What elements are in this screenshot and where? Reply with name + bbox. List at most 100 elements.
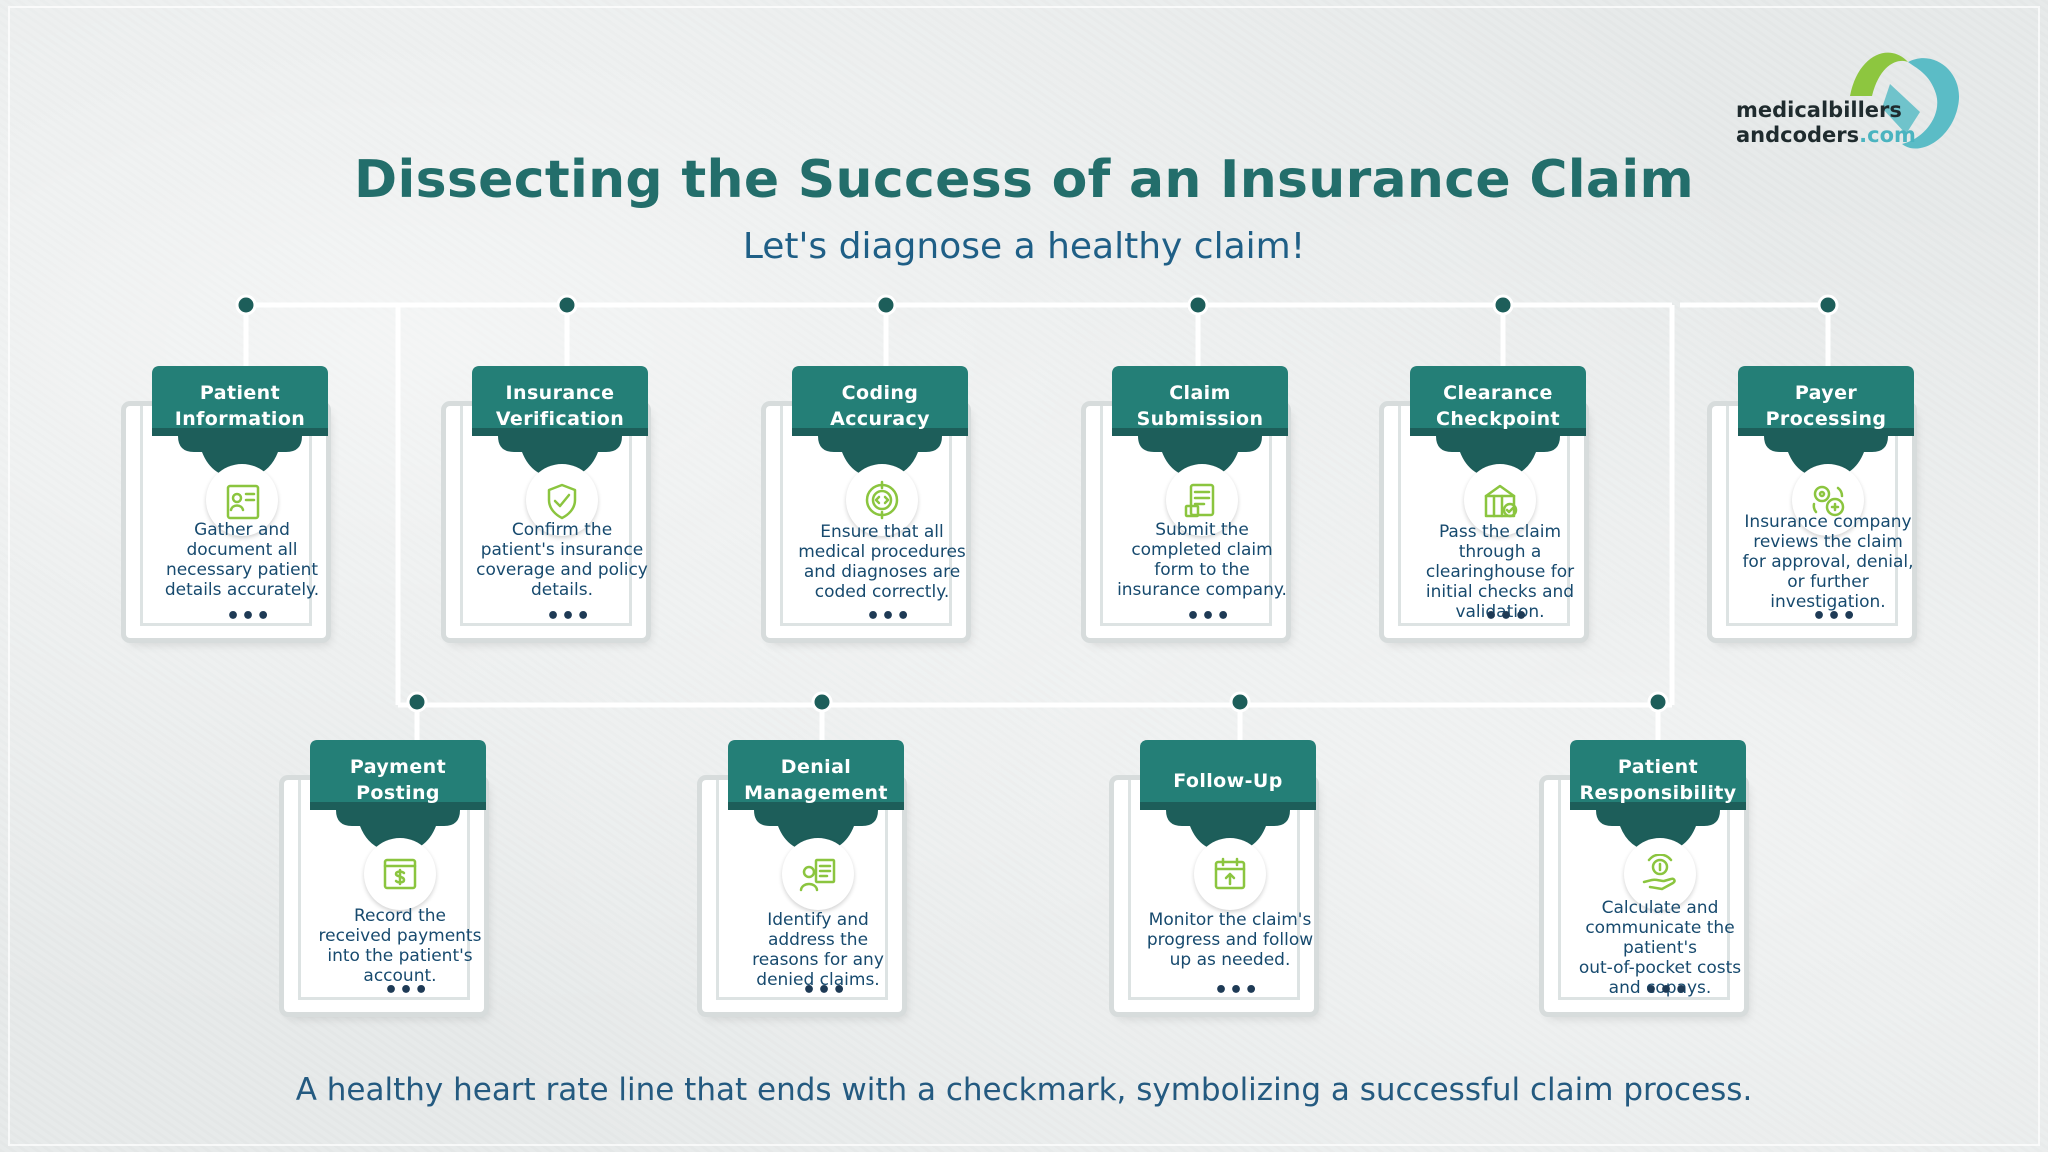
- card-title-line-1: Follow-Up: [1173, 770, 1283, 792]
- gear-process-icon: [1812, 485, 1845, 517]
- card-description-line: form to the: [1154, 560, 1250, 580]
- card-title: Follow-Up: [1140, 768, 1316, 794]
- card-title-line-2: Posting: [356, 782, 440, 804]
- card-description-line: received payments: [318, 926, 482, 946]
- card-title-line-2: Management: [744, 782, 888, 804]
- brand-logo: [1850, 52, 1960, 149]
- card-description-line: reviews the claim: [1753, 532, 1903, 552]
- card-description-line: address the: [767, 930, 869, 950]
- more-dots: •••: [1812, 604, 1858, 629]
- card-description-line: Monitor the claim's: [1148, 910, 1312, 930]
- target-code-icon: [865, 480, 899, 520]
- card-description-line: reasons for any: [752, 950, 884, 970]
- node-dot: [811, 691, 833, 713]
- calendar-up-icon: [1214, 857, 1246, 890]
- card-description-line: Insurance company: [1744, 512, 1912, 532]
- card-description-line: Pass the claim: [1438, 522, 1562, 542]
- card-description-line: and copays.: [1608, 978, 1712, 998]
- card-description-line: initial checks and: [1425, 582, 1575, 602]
- brand-line-2: andcoders.com: [1736, 123, 1916, 148]
- card-description-line: Calculate and: [1601, 898, 1719, 918]
- card-title-line-2: Processing: [1765, 408, 1887, 430]
- card-description-line: patient's: [1622, 938, 1698, 958]
- more-dots: •••: [1644, 978, 1690, 1003]
- card-description-line: account.: [363, 966, 437, 986]
- card-header-tab: Follow-Up: [1140, 740, 1316, 852]
- card-icon-badge: [782, 838, 854, 910]
- more-dots: •••: [1186, 604, 1232, 629]
- page-title: Dissecting the Success of an Insurance C…: [354, 150, 1694, 210]
- card-title-line-1: Payer: [1794, 382, 1858, 404]
- card-title-line-2: Accuracy: [830, 408, 930, 430]
- card-title-line-1: Insurance: [505, 382, 615, 404]
- more-dots: •••: [1484, 604, 1530, 629]
- node-dot: [1187, 294, 1209, 316]
- card-description-line: clearinghouse for: [1425, 562, 1575, 582]
- id-card-icon: [226, 484, 260, 520]
- card-description-line: insurance company.: [1117, 580, 1287, 600]
- card-icon-badge: [206, 464, 278, 536]
- more-dots: •••: [1214, 978, 1260, 1003]
- node-dot: [1492, 294, 1514, 316]
- card-description-line: Identify and: [767, 910, 869, 930]
- card-description-line: through a: [1458, 542, 1542, 562]
- card-description-line: out-of-pocket costs: [1578, 958, 1742, 978]
- card-title-line-2: Responsibility: [1579, 782, 1737, 804]
- page-subtitle: Let's diagnose a healthy claim!: [742, 226, 1306, 267]
- card-description-line: details accurately.: [164, 580, 320, 600]
- brand-line-2a: andcoders: [1736, 123, 1860, 147]
- payment-icon: [383, 858, 417, 890]
- checkpoint-icon: [1484, 484, 1518, 518]
- card-description-line: Record the: [353, 906, 447, 926]
- brand-line-1: medicalbillers: [1736, 98, 1902, 122]
- card-icon-badge: [1166, 464, 1238, 536]
- more-dots: •••: [802, 978, 848, 1003]
- brand-wordmark: medicalbillers andcoders.com: [1736, 98, 1916, 148]
- card-title-line-2: Checkpoint: [1435, 408, 1561, 430]
- card-description-line: validation.: [1455, 602, 1545, 622]
- card-title-line-1: Patient: [199, 382, 281, 404]
- card-description-line: patient's insurance: [480, 540, 644, 560]
- card-description-line: up as needed.: [1169, 950, 1291, 970]
- brand-line-2b: .com: [1859, 123, 1916, 147]
- node-dot: [556, 294, 578, 316]
- card-description-line: denied claims.: [756, 970, 880, 990]
- card-icon-badge: [526, 464, 598, 536]
- node-dot: [875, 294, 897, 316]
- card-description-line: medical procedures: [798, 542, 966, 562]
- card-title-line-2: Verification: [495, 408, 625, 430]
- node-dot: [1647, 691, 1669, 713]
- card-title-line-1: Denial: [780, 756, 852, 778]
- card-icon-badge: [1624, 838, 1696, 910]
- page-footer: A healthy heart rate line that ends with…: [295, 1072, 1753, 1108]
- card-description-line: investigation.: [1770, 592, 1886, 612]
- more-dots: •••: [384, 978, 430, 1003]
